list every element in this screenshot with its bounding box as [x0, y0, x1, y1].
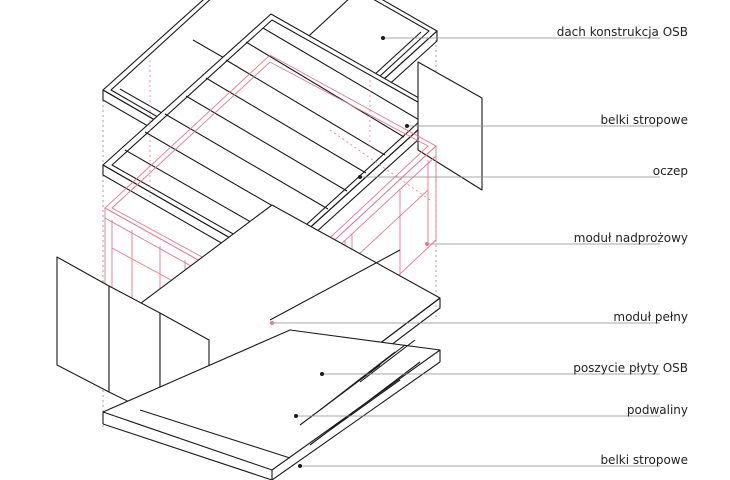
label-bottom-joists: belki stropowe [600, 453, 688, 467]
leader-lines [270, 36, 660, 468]
label-sill-plates: podwaliny [626, 403, 688, 417]
label-full-module: moduł pełny [613, 310, 688, 324]
label-top-plate: oczep [652, 164, 688, 178]
label-lintel-module: moduł nadprożowy [573, 231, 688, 245]
bottom-floor-joists [102, 329, 441, 480]
top-floor-joists [102, 13, 441, 273]
label-roof: dach konstrukcja OSB [556, 25, 688, 39]
label-osb-sheathing: poszycie płyty OSB [573, 361, 688, 375]
label-top-joists: belki stropowe [600, 113, 688, 127]
